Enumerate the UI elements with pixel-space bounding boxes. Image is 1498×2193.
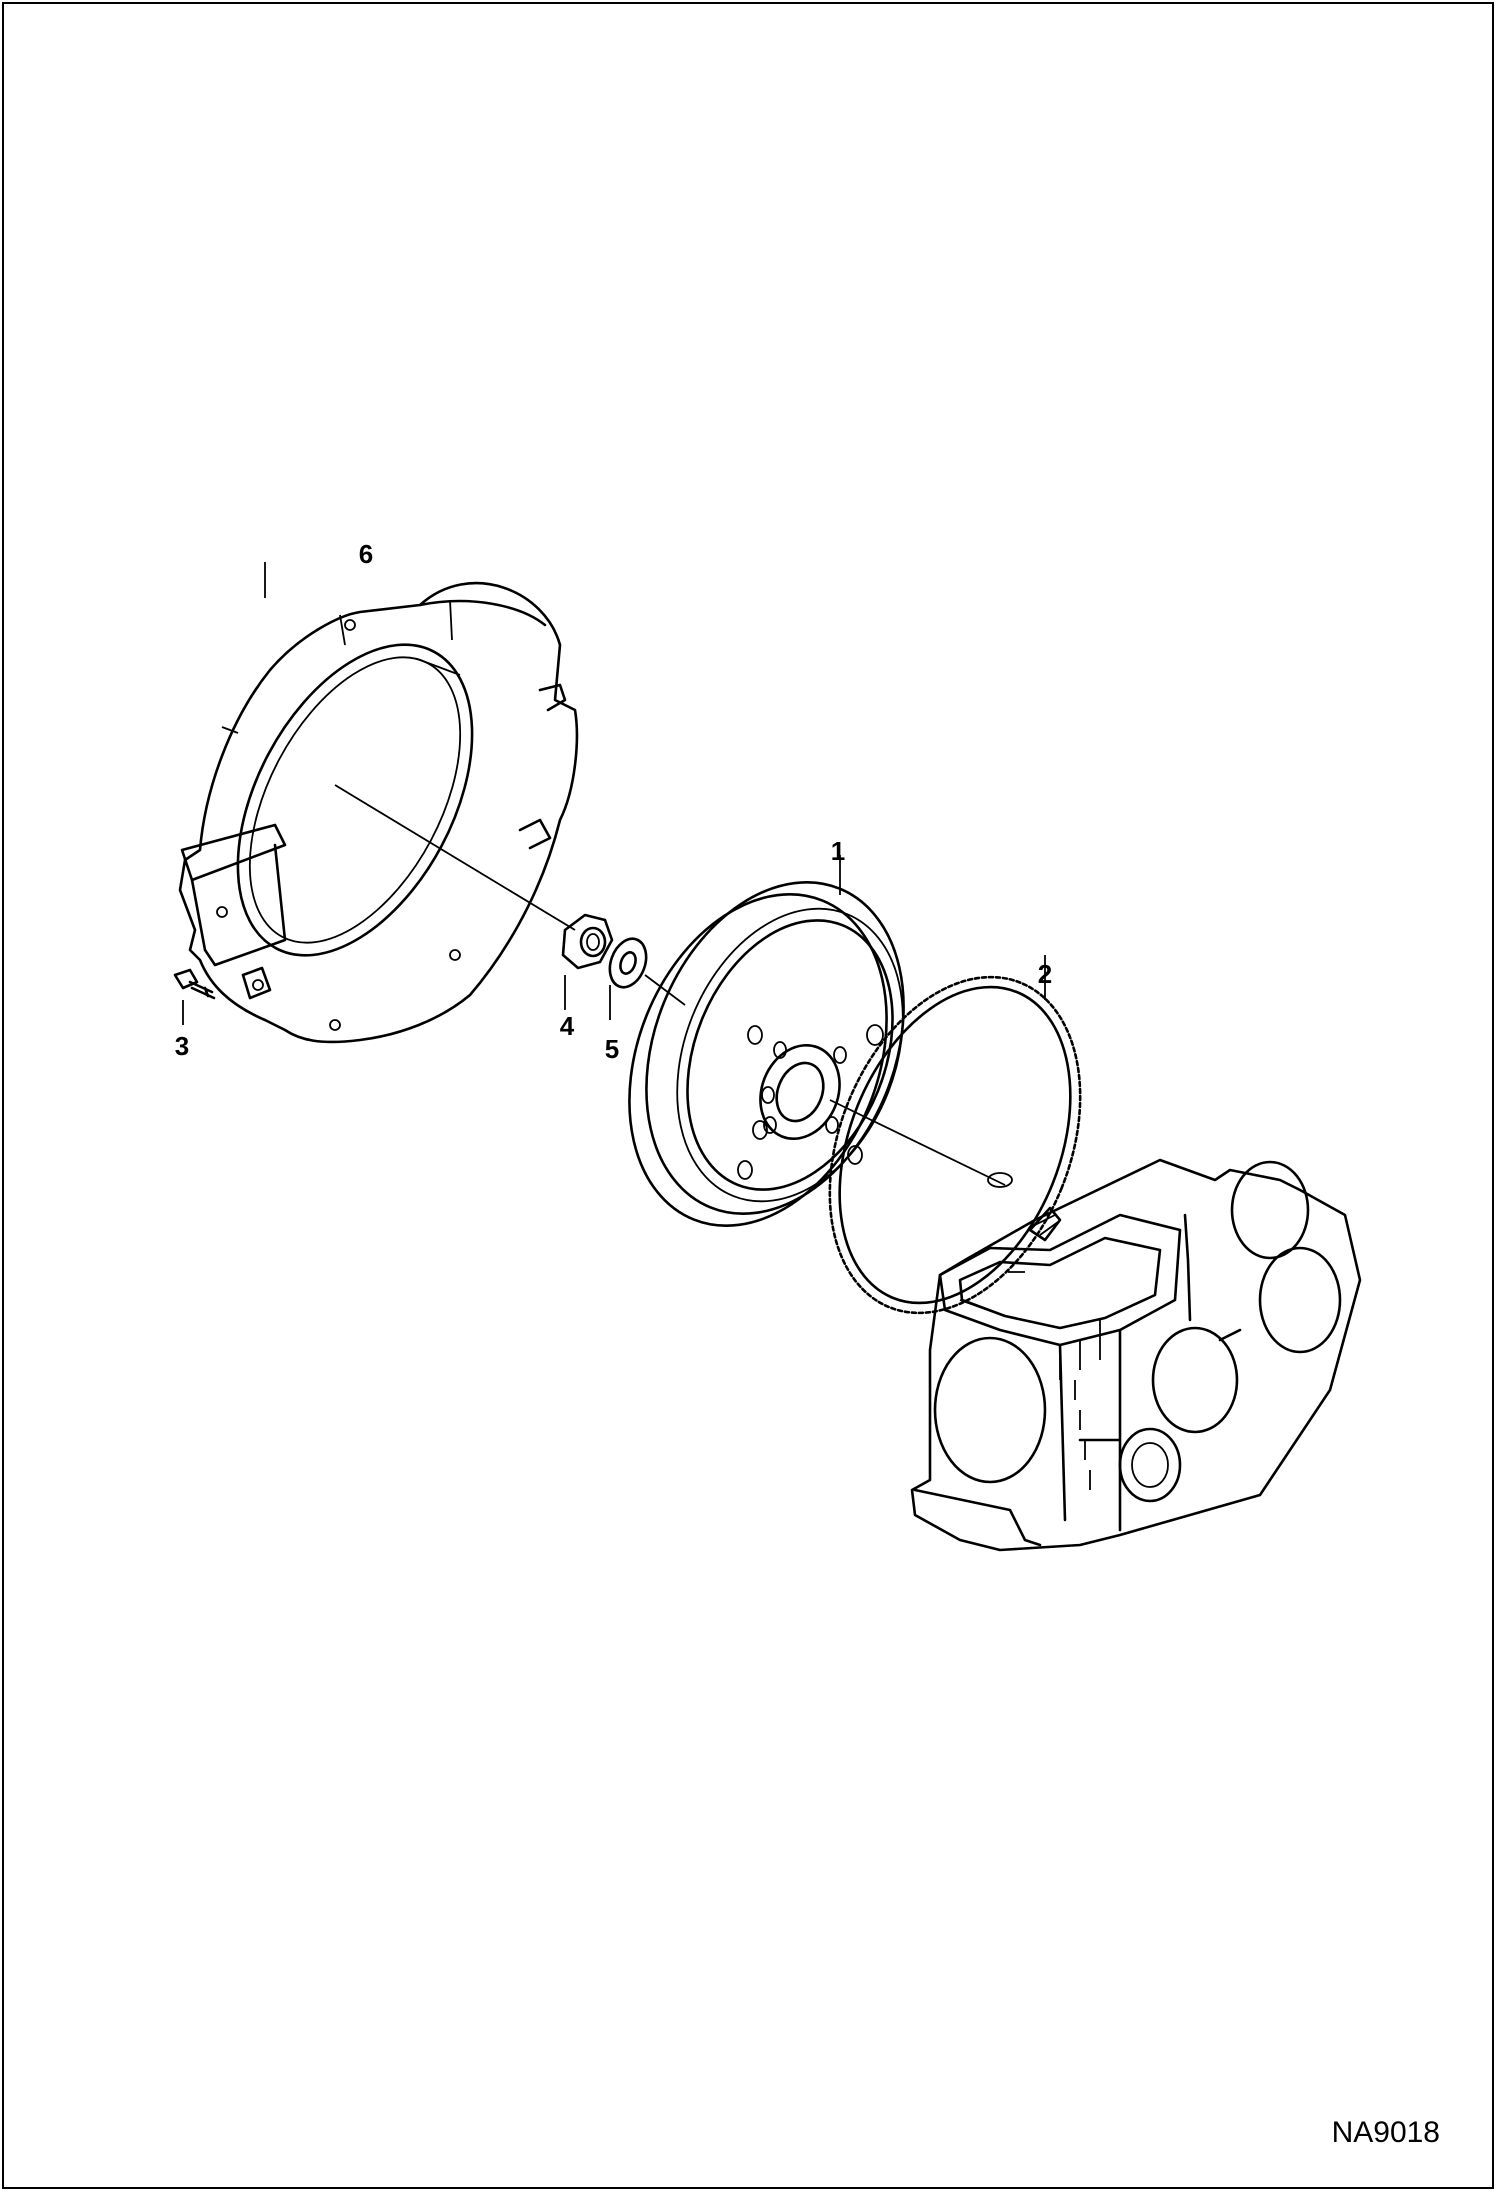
callout-4: 4 [560, 1011, 575, 1041]
flywheel-housing [178, 562, 579, 1044]
nut [561, 913, 614, 1010]
engine-block [910, 1158, 1362, 1552]
ring-gear [828, 955, 1082, 1315]
washer [608, 937, 686, 1020]
callout-3: 3 [175, 1031, 189, 1061]
callout-5: 5 [605, 1034, 619, 1064]
drawing-code: NA9018 [1332, 2116, 1440, 2149]
callout-2: 2 [1038, 959, 1052, 989]
housing-bolt [173, 968, 216, 1025]
flywheel [628, 855, 1006, 1227]
callout-1: 1 [831, 836, 845, 866]
callout-6: 6 [359, 539, 373, 569]
